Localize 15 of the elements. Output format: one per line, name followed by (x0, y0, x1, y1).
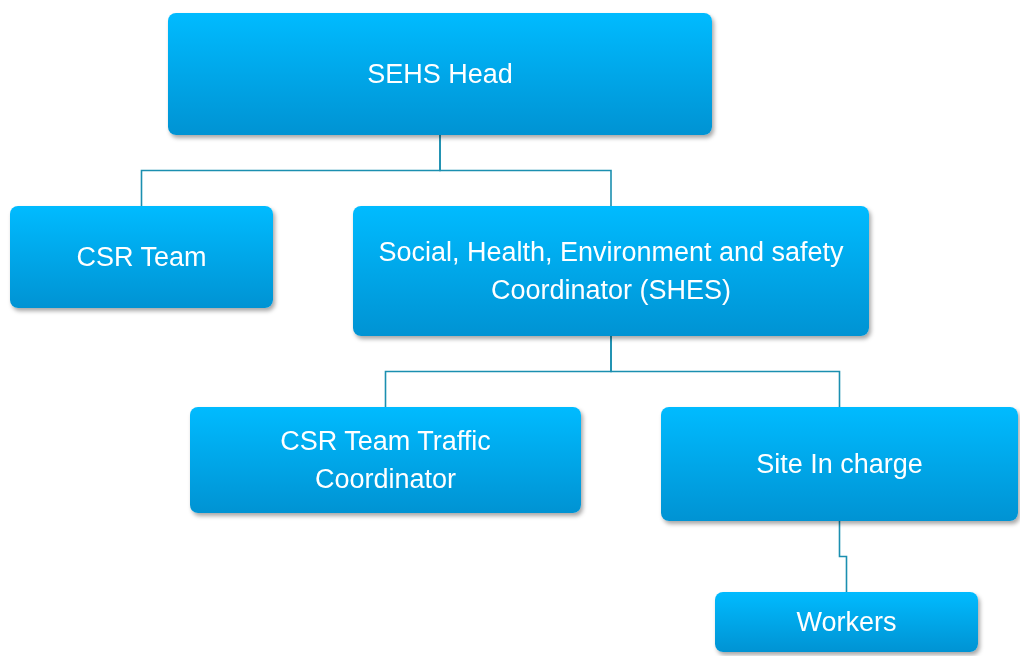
box-label: Social, Health, Environment and safety Coordinator (SHES) (377, 236, 845, 307)
connector-line (610, 335, 841, 408)
box-label: CSR Team (76, 241, 207, 274)
box-label: CSR Team Traffic Coordinator (279, 425, 492, 496)
box-label: Site In charge (756, 448, 923, 481)
org-box (190, 407, 581, 513)
org-box (168, 13, 712, 135)
org-box (10, 206, 273, 308)
box-label: Workers (796, 606, 897, 639)
connector-line (838, 520, 848, 593)
box-label: SEHS Head (367, 58, 513, 91)
org-box (353, 206, 869, 336)
org-box (715, 592, 978, 652)
org-box (661, 407, 1018, 521)
connector-line (439, 134, 612, 207)
